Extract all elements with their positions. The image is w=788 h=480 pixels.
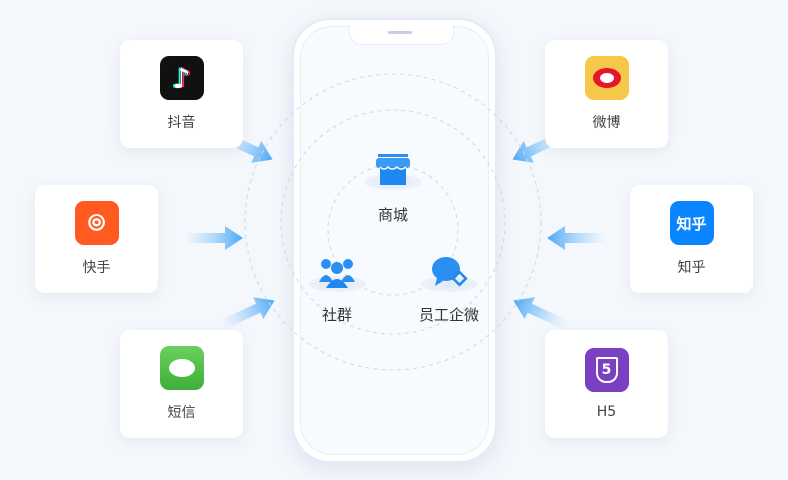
hub-label: 社群 [321,306,352,324]
weibo-icon [584,56,629,100]
channel-card-sms[interactable]: 短信 [120,330,243,438]
channel-label: 短信 [167,405,196,421]
arrow-kuaishou [185,226,243,250]
hub-label: 员工企微 [418,306,479,324]
hub-store[interactable]: 商城 [363,152,423,225]
arrow-sms [219,297,275,330]
community-icon [319,259,355,288]
zhihu-icon: 知乎 [669,201,714,245]
sms-icon [159,346,204,390]
channel-label: 知乎 [677,260,706,276]
hub-label: 商城 [377,206,408,224]
kuaishou-icon: ⦾ [74,201,119,245]
html5-icon: 5 [584,348,629,392]
phone-notch [349,25,454,45]
channel-label: 抖音 [167,115,196,131]
store-icon [376,154,410,185]
channel-card-douyin[interactable]: ♪ 抖音 [120,40,243,148]
arrow-zhihu [547,226,605,250]
channel-label: H5 [596,404,617,420]
douyin-icon: ♪ [159,56,204,100]
hub-wecom[interactable]: 员工企微 [409,256,489,325]
channel-card-weibo[interactable]: 微博 [545,40,668,148]
arrow-h5 [513,297,569,330]
channel-card-zhihu[interactable]: 知乎 知乎 [630,185,753,293]
channel-label: 快手 [82,260,111,276]
hub-community[interactable]: 社群 [307,256,367,325]
wecom-icon [432,257,468,287]
channel-label: 微博 [592,115,621,131]
phone-frame [289,18,500,463]
channel-card-kuaishou[interactable]: ⦾ 快手 [35,185,158,293]
phone-screen [300,25,489,455]
channel-card-h5[interactable]: 5 H5 [545,330,668,438]
